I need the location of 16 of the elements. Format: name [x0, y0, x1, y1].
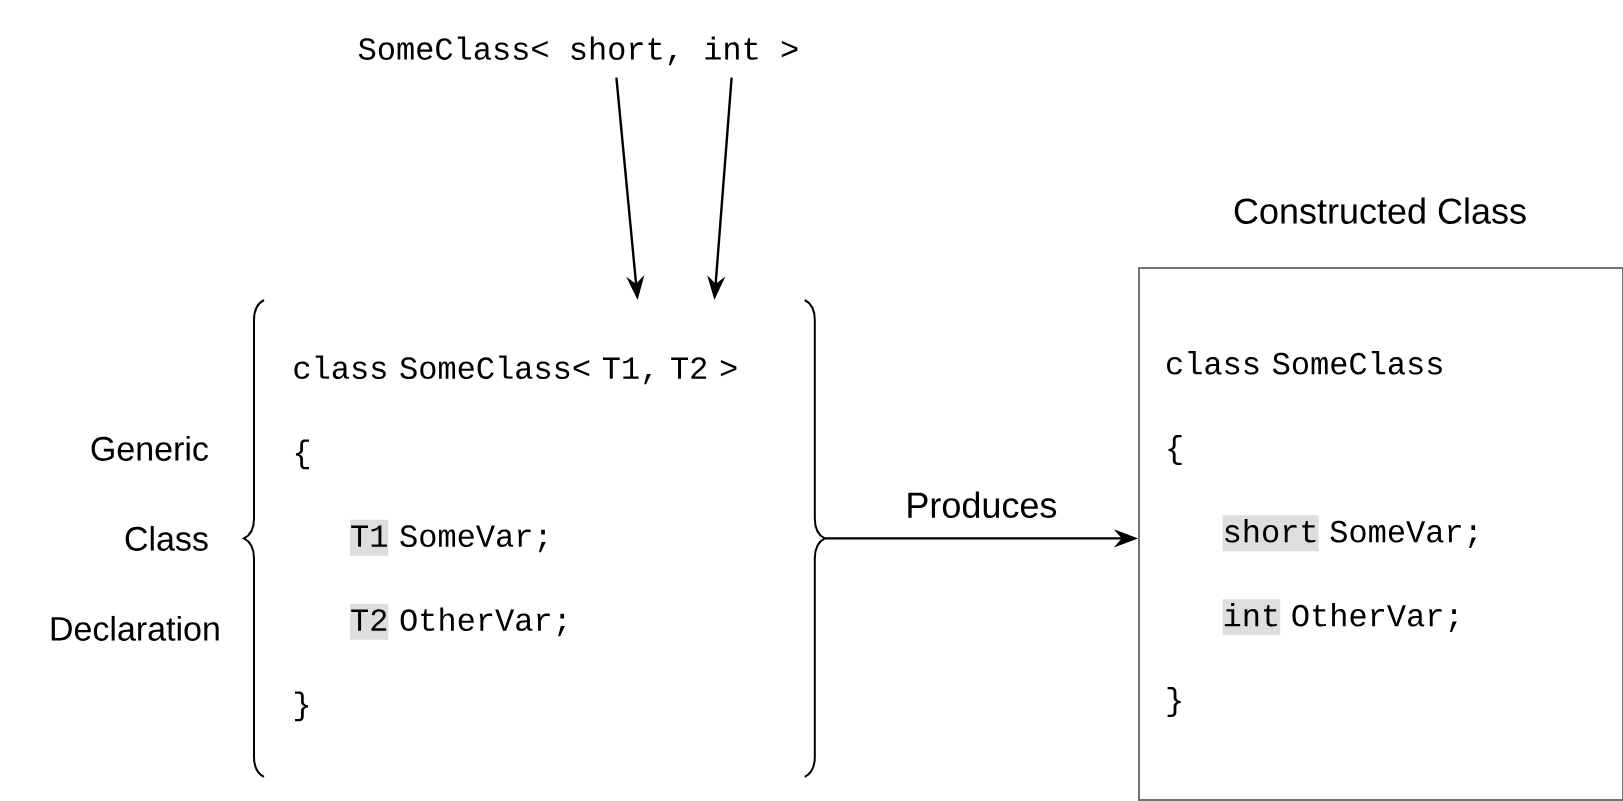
node-label: int OtherVar; [1224, 603, 1457, 632]
node-label: class SomeClass< T1, T2 > [294, 355, 737, 385]
node-label: T2 OtherVar; [351, 607, 565, 637]
edge-label: Produces [901, 487, 1062, 522]
node-label: short SomeVar; [1225, 519, 1476, 548]
heading: Constructed Class [1234, 197, 1526, 224]
braced-code-block: class SomeClass< T1, T2 > { T1 SomeVar; T2 OtherVar; } [243, 299, 826, 778]
node-label: { [295, 439, 309, 470]
node-label: } [1167, 687, 1181, 717]
node-label: T1 SomeVar; [351, 525, 546, 553]
node-label: { [1168, 435, 1182, 465]
brace-label: Generic Class Declaration [51, 435, 219, 641]
code-box: class SomeClass { short SomeVar; int OtherVar; } [1138, 267, 1623, 801]
node-label: } [295, 691, 309, 722]
code-text: SomeClass< short, int > [358, 36, 798, 66]
node-label: class SomeClass [1167, 351, 1442, 375]
